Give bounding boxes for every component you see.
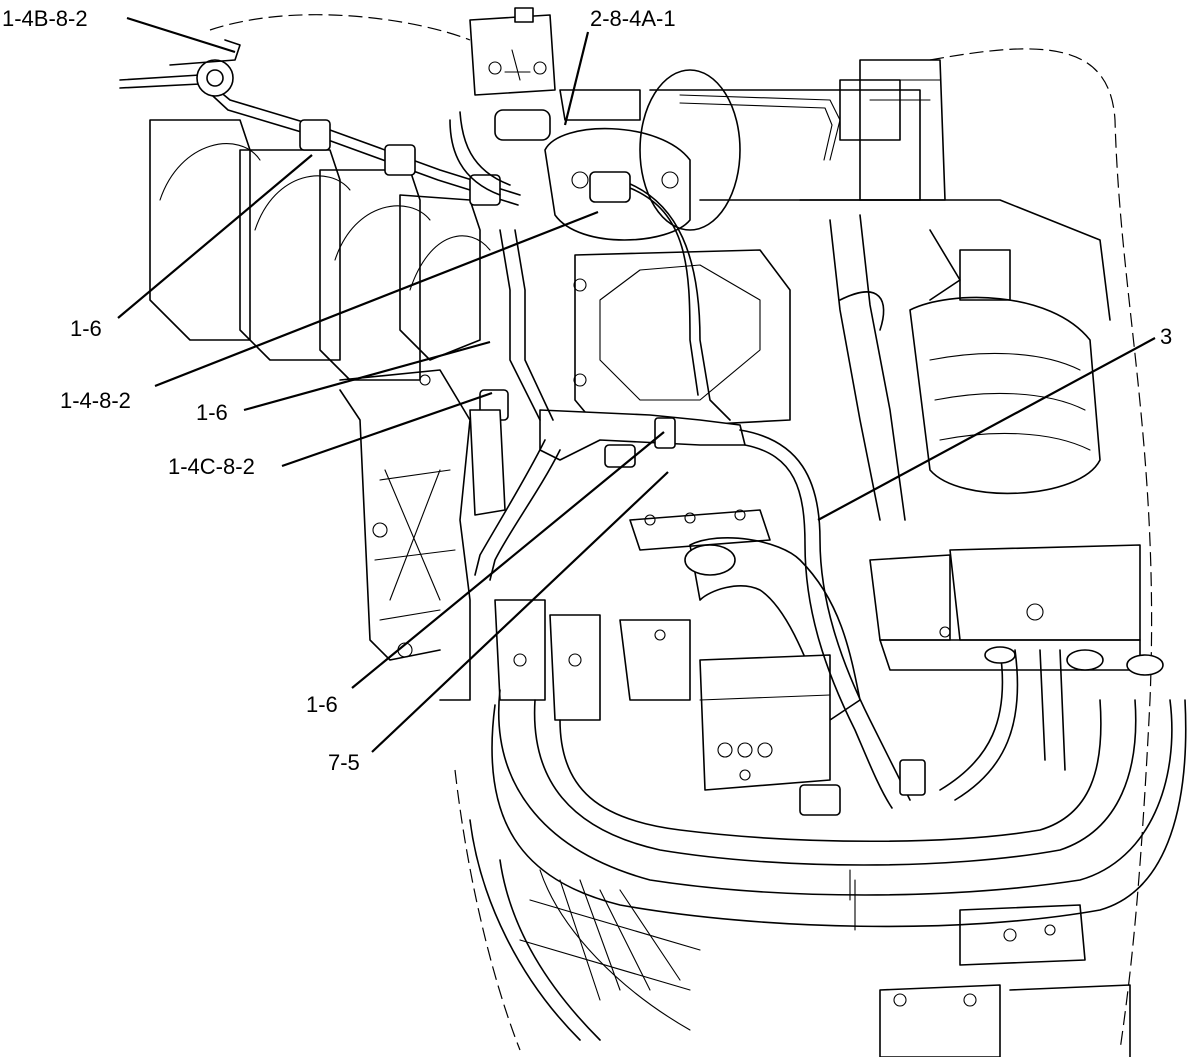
callout-leader-lines [117, 16, 1156, 753]
callout-label: 3 [1160, 324, 1172, 349]
callout-label: 1-4B-8-2 [2, 6, 88, 31]
engine-line-art [119, 7, 1187, 1057]
callout-label: 1-6 [70, 316, 102, 341]
callout-label: 2-8-4A-1 [590, 6, 676, 31]
leader-1-4b-8-2 [126, 16, 236, 54]
callout-label: 7-5 [328, 750, 360, 775]
leader-1-6-upper [117, 154, 313, 319]
callout-label: 1-6 [196, 400, 228, 425]
callout-label: 1-6 [306, 692, 338, 717]
leader-1-6-middle [243, 340, 491, 412]
leader-1-6-lower [351, 431, 665, 689]
callout-label: 1-4C-8-2 [168, 454, 255, 479]
leader-2-8-4a-1 [563, 31, 590, 126]
leader-1-4c-8-2 [281, 391, 493, 468]
leader-7-5 [371, 471, 669, 753]
callout-label: 1-4-8-2 [60, 388, 131, 413]
callout-labels: 1-4B-8-2 2-8-4A-1 1-6 1-4-8-2 1-6 1-4C-8… [2, 6, 1172, 775]
leader-1-4-8-2 [154, 210, 599, 388]
leader-3 [817, 337, 1156, 521]
